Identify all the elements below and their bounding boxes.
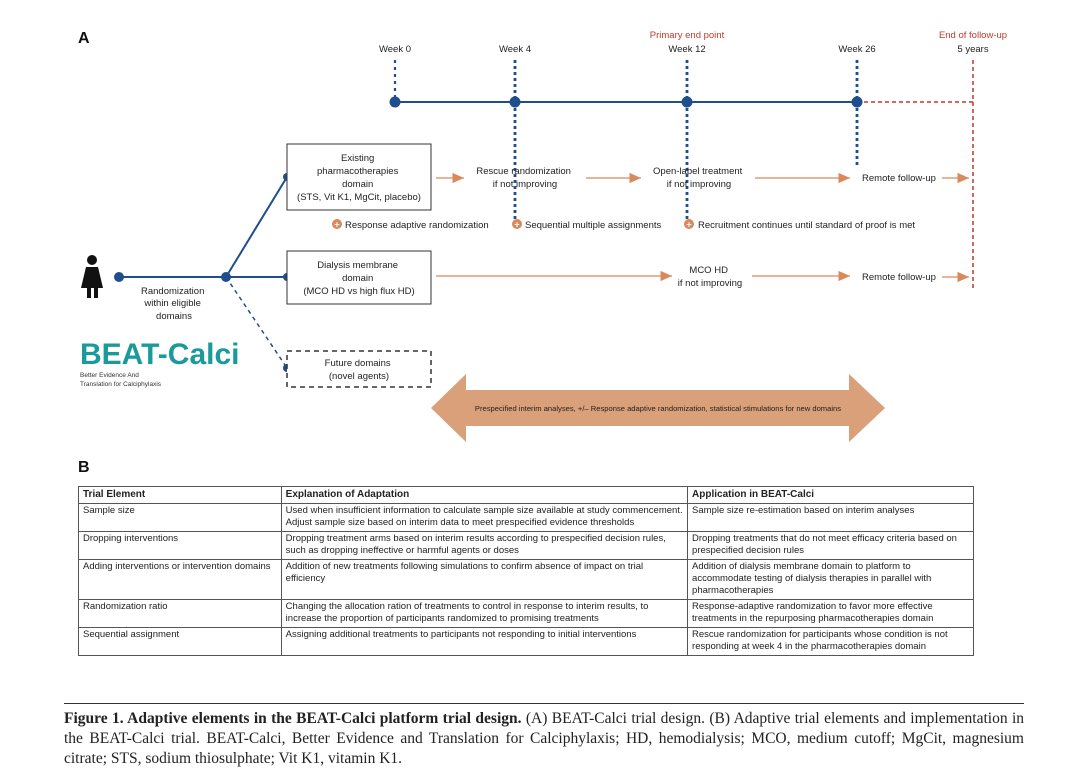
- header-trial-element: Trial Element: [78, 486, 282, 504]
- header-application: Application in BEAT-Calci: [687, 486, 974, 504]
- randomization-node: [221, 272, 231, 282]
- figure-caption: Figure 1. Adaptive elements in the BEAT-…: [64, 709, 1024, 769]
- mco-hd-label: MCO HD if not improving: [678, 265, 742, 289]
- caption-rule: [64, 703, 1024, 704]
- table-cell: Dropping treatment arms based on interim…: [280, 531, 689, 560]
- table-cell: Sample size re-estimation based on inter…: [687, 503, 974, 532]
- table-cell: Dropping interventions: [78, 531, 282, 560]
- primary-endpoint-label: Primary end point: [650, 30, 725, 41]
- week-4-label: Week 4: [499, 44, 531, 55]
- panel-a-diagram: Primary end point End of follow-up Week …: [80, 30, 1007, 442]
- interim-analyses-arrow: [431, 374, 885, 442]
- table-cell: Sequential assignment: [78, 627, 282, 656]
- svg-text:BEAT-Calci: BEAT-Calci: [80, 338, 239, 371]
- table-row: Dropping interventions Dropping treatmen…: [78, 531, 974, 560]
- open-label-treatment-label: Open-label treatment if not improving: [653, 166, 745, 190]
- svg-text:+: +: [686, 220, 691, 230]
- table-cell: Addition of dialysis membrane domain to …: [687, 559, 974, 600]
- panel-a-letter: A: [78, 30, 90, 47]
- rescue-randomization-label: Rescue randomization if not improving: [476, 166, 573, 190]
- table-cell: Assigning additional treatments to parti…: [280, 627, 689, 656]
- week-26-label: Week 26: [838, 44, 875, 55]
- table-row: Sample size Used when insufficient infor…: [78, 503, 974, 532]
- week-4-node: [509, 96, 521, 108]
- table-cell: Rescue randomization for participants wh…: [687, 627, 974, 656]
- week-12-node: [681, 96, 693, 108]
- panel-b-letter: B: [78, 459, 90, 476]
- svg-text:+: +: [514, 220, 519, 230]
- week-0-label: Week 0: [379, 44, 411, 55]
- table-row: Randomization ratio Changing the allocat…: [78, 599, 974, 628]
- table-cell: Randomization ratio: [78, 599, 282, 628]
- feature-bullets: + Response adaptive randomization + Sequ…: [332, 219, 915, 231]
- patient-node: [114, 272, 124, 282]
- svg-text:Dialysis membrane domain: Dialysis membrane domain (MCO HD vs high…: [303, 260, 414, 297]
- svg-text:Better Evidence And: Better Evidence And: [80, 372, 139, 379]
- svg-text:Recruitment continues until st: Recruitment continues until standard of …: [698, 220, 915, 231]
- five-years-label: 5 years: [957, 44, 988, 55]
- interim-analyses-text: Prespecified interim analyses, +/– Respo…: [475, 404, 841, 413]
- svg-text:Response adaptive randomizatio: Response adaptive randomization: [345, 220, 489, 231]
- remote-followup-label-2: Remote follow-up: [862, 272, 936, 283]
- week-0-node: [389, 96, 401, 108]
- table-cell: Sample size: [78, 503, 282, 532]
- patient-icon: [81, 255, 103, 298]
- table-row: Adding interventions or intervention dom…: [78, 559, 974, 600]
- table-cell: Adding interventions or intervention dom…: [78, 559, 282, 600]
- svg-text:Existing pharmacotherapies: Existing pharmacotherapies domain (STS, …: [297, 153, 421, 203]
- table-cell: Addition of new treatments following sim…: [280, 559, 689, 600]
- end-followup-label: End of follow-up: [939, 30, 1007, 41]
- caption-text: (A) BEAT-Calci trial design. (B) Adaptiv…: [64, 710, 1024, 767]
- pharmacotherapies-domain-box: [286, 143, 432, 211]
- header-explanation: Explanation of Adaptation: [280, 486, 689, 504]
- table-row: Sequential assignment Assigning addition…: [78, 627, 974, 656]
- adaptive-elements-table: Trial Element Explanation of Adaptation …: [78, 486, 974, 656]
- table-cell: Changing the allocation ration of treatm…: [280, 599, 689, 628]
- svg-text:Future domains (novel agen: Future domains (novel agents): [325, 358, 394, 382]
- table-cell: Response-adaptive randomization to favor…: [687, 599, 974, 628]
- table-header-row: Trial Element Explanation of Adaptation …: [78, 486, 974, 504]
- week-26-node: [851, 96, 863, 108]
- caption-label: Figure 1. Adaptive elements in the BEAT-…: [64, 710, 522, 727]
- beat-calci-logo: BEAT-Calci Better Evidence And Translati…: [80, 338, 239, 388]
- svg-text:Sequential multiple assignment: Sequential multiple assignments: [525, 220, 661, 231]
- randomization-label: Randomization within eligible domains: [141, 286, 207, 322]
- svg-text:Translation for Calciphylaxis: Translation for Calciphylaxis: [80, 381, 162, 388]
- week-12-label: Week 12: [668, 44, 705, 55]
- svg-text:+: +: [334, 220, 339, 230]
- remote-followup-label-1: Remote follow-up: [862, 173, 936, 184]
- dialysis-membrane-domain-box: [286, 250, 432, 305]
- future-domains-box: [286, 350, 432, 388]
- table-cell: Dropping treatments that do not meet eff…: [687, 531, 974, 560]
- table-cell: Used when insufficient information to ca…: [280, 503, 689, 532]
